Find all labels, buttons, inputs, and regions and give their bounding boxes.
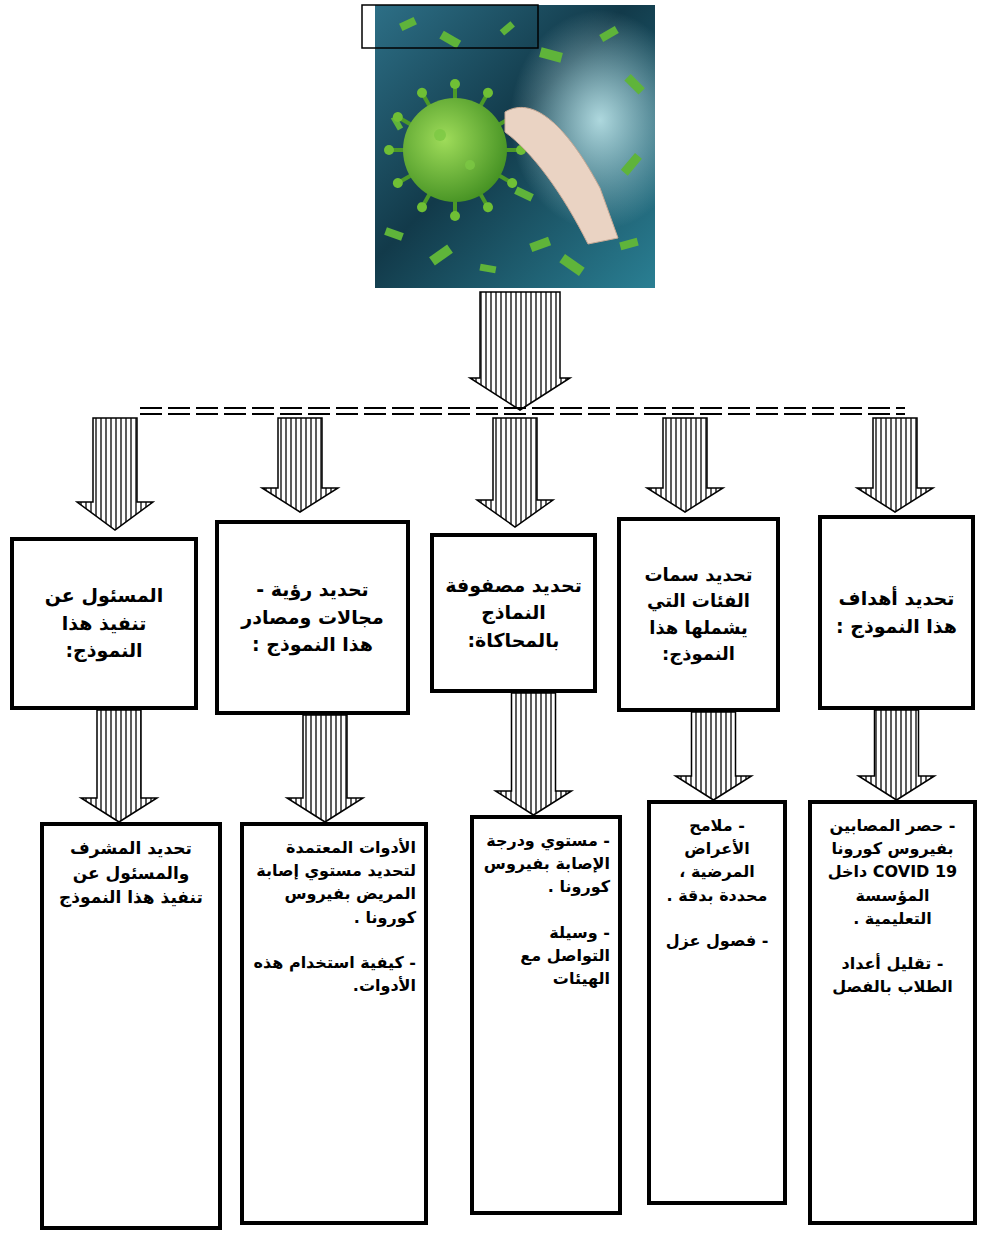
block-arrow-connector — [287, 715, 363, 822]
block-arrow-connector — [496, 693, 572, 815]
detail-box: تحديد المشرف والمسئول عن تنفيذ هذا النمو… — [40, 822, 222, 1230]
block-arrow-connector — [676, 712, 752, 800]
block-arrow-connector — [81, 710, 157, 822]
box-heading: تحديد سمات الفئات التي يشملها هذا النموذ… — [629, 562, 768, 666]
box-text: الأدوات المعتمدة لتحديد مستوي إصابة المر… — [252, 836, 416, 929]
block-arrow-connector — [859, 710, 935, 800]
box-text: تحديد المشرف والمسئول عن تنفيذ هذا النمو… — [52, 836, 210, 910]
box-text: - مستوي ودرجة الإصابة بفيروس كورونا . — [482, 829, 610, 899]
box-text: - ملامح الأعراض المرضية ، محددة بدقة . — [659, 814, 775, 907]
virus-fragments — [384, 17, 645, 276]
hand — [505, 107, 618, 244]
block-arrow — [77, 418, 153, 530]
heading-box: المسئول عن تنفيذ هذا النموذج: — [10, 537, 198, 710]
box-heading: تحديد أهداف هذا النموذج : — [830, 585, 963, 640]
block-arrow — [262, 418, 338, 512]
virus-particle — [384, 79, 526, 221]
box-text: - تقليل أعداد الطلاب بالفصل — [820, 952, 965, 998]
heading-box: تحديد سمات الفئات التي يشملها هذا النموذ… — [617, 517, 780, 712]
box-text: - وسيلة التواصل مع الهيئات — [482, 921, 610, 991]
heading-box: تحديد أهداف هذا النموذج : — [818, 515, 975, 710]
block-arrow — [647, 418, 723, 512]
dashed-bar — [140, 407, 905, 409]
heading-box: تحديد مصفوفة النماذج بالمحاكاة: — [430, 533, 597, 693]
detail-box: الأدوات المعتمدة لتحديد مستوي إصابة المر… — [240, 822, 428, 1225]
detail-box: - ملامح الأعراض المرضية ، محددة بدقة . - … — [647, 800, 787, 1205]
block-arrow — [857, 418, 933, 512]
box-heading: تحديد رؤية - مجالات ومصادر هذا النموذج : — [227, 576, 398, 659]
dashed-bar — [140, 413, 905, 415]
detail-box: - مستوي ودرجة الإصابة بفيروس كورونا . - و… — [470, 815, 622, 1215]
box-heading: تحديد مصفوفة النماذج بالمحاكاة: — [442, 572, 585, 655]
empty-frame — [362, 5, 538, 48]
box-text: - كيفية استخدام هذه الأدوات. — [252, 951, 416, 997]
box-text: - فصول عزل — [659, 929, 775, 952]
heading-box: تحديد رؤية - مجالات ومصادر هذا النموذج : — [215, 520, 410, 715]
detail-box: - حصر المصابين بفيروس كورونا COVID 19 دا… — [808, 800, 977, 1225]
block-arrow — [470, 292, 570, 410]
box-heading: المسئول عن تنفيذ هذا النموذج: — [22, 582, 186, 665]
box-text: - حصر المصابين بفيروس كورونا COVID 19 دا… — [820, 814, 965, 930]
block-arrow — [477, 418, 553, 527]
